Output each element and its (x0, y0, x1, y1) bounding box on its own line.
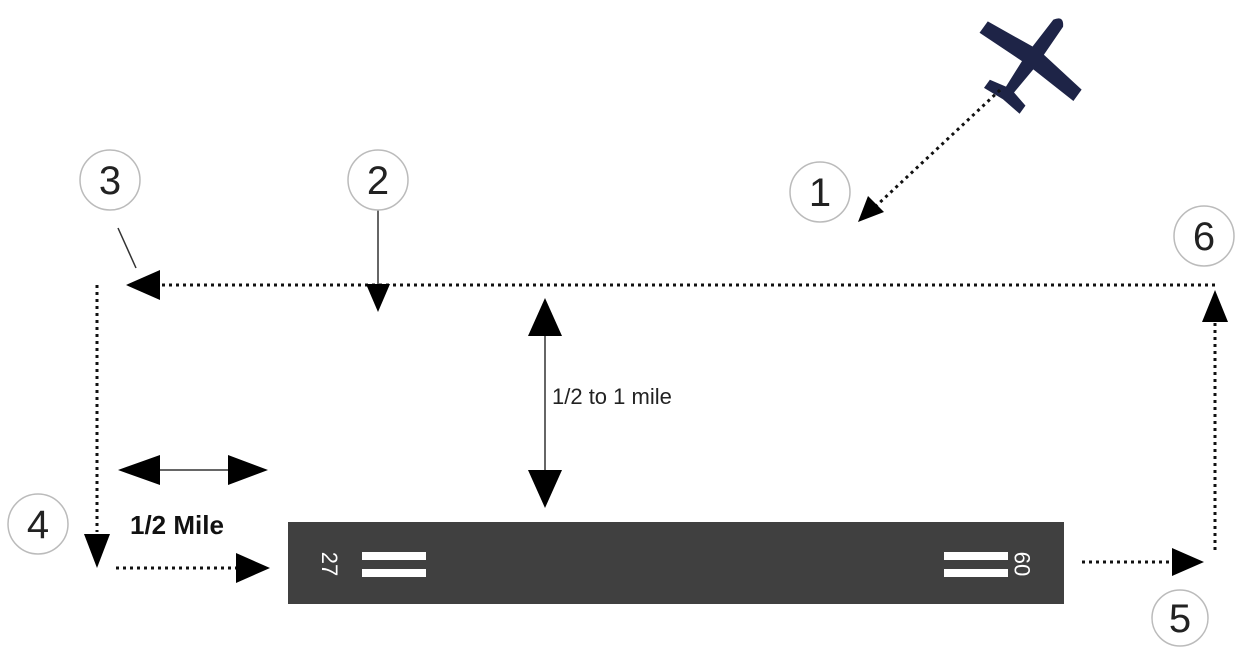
runway-marking-right-bottom (944, 569, 1008, 577)
step-1-marker: 1 (789, 161, 851, 223)
step-2-arrowhead (366, 284, 390, 312)
step-3-pointer (117, 227, 137, 269)
runway-number-right: 09 (1010, 552, 1035, 576)
distance-arrowhead-down (528, 470, 562, 508)
half-mile-label: 1/2 Mile (130, 510, 224, 540)
runway-marking-right-top (944, 552, 1008, 560)
runway-number-left: 27 (317, 552, 342, 576)
step-6-marker: 6 (1173, 205, 1235, 267)
step-3-number: 3 (99, 159, 121, 203)
runway: 27 09 (288, 522, 1064, 604)
step-4-marker: 4 (7, 493, 69, 555)
step-4-number: 4 (27, 503, 49, 547)
base-arrowhead (84, 534, 110, 568)
step-2-marker: 2 (347, 149, 409, 211)
step-3-marker: 3 (79, 149, 141, 211)
downwind-arrowhead (126, 270, 160, 300)
step-5-marker: 5 (1151, 589, 1209, 647)
runway-marking-left-top (362, 552, 426, 560)
upwind-arrowhead (1172, 548, 1204, 576)
runway-marking-left-bottom (362, 569, 426, 577)
step-1-number: 1 (809, 171, 831, 215)
half-mile-arrowhead-right (228, 455, 268, 485)
step-6-number: 6 (1193, 215, 1215, 259)
runway-surface (288, 522, 1064, 604)
final-arrowhead (236, 553, 270, 583)
half-mile-arrowhead-left (118, 455, 160, 485)
airplane-icon (979, 18, 1082, 114)
entry-arrowhead (858, 196, 884, 222)
entry-path-line (874, 88, 1002, 208)
distance-arrowhead-up (528, 298, 562, 336)
step-2-number: 2 (367, 159, 389, 203)
step-5-number: 5 (1169, 597, 1191, 641)
crosswind-arrowhead (1202, 290, 1228, 322)
pattern-distance-label: 1/2 to 1 mile (552, 384, 672, 409)
